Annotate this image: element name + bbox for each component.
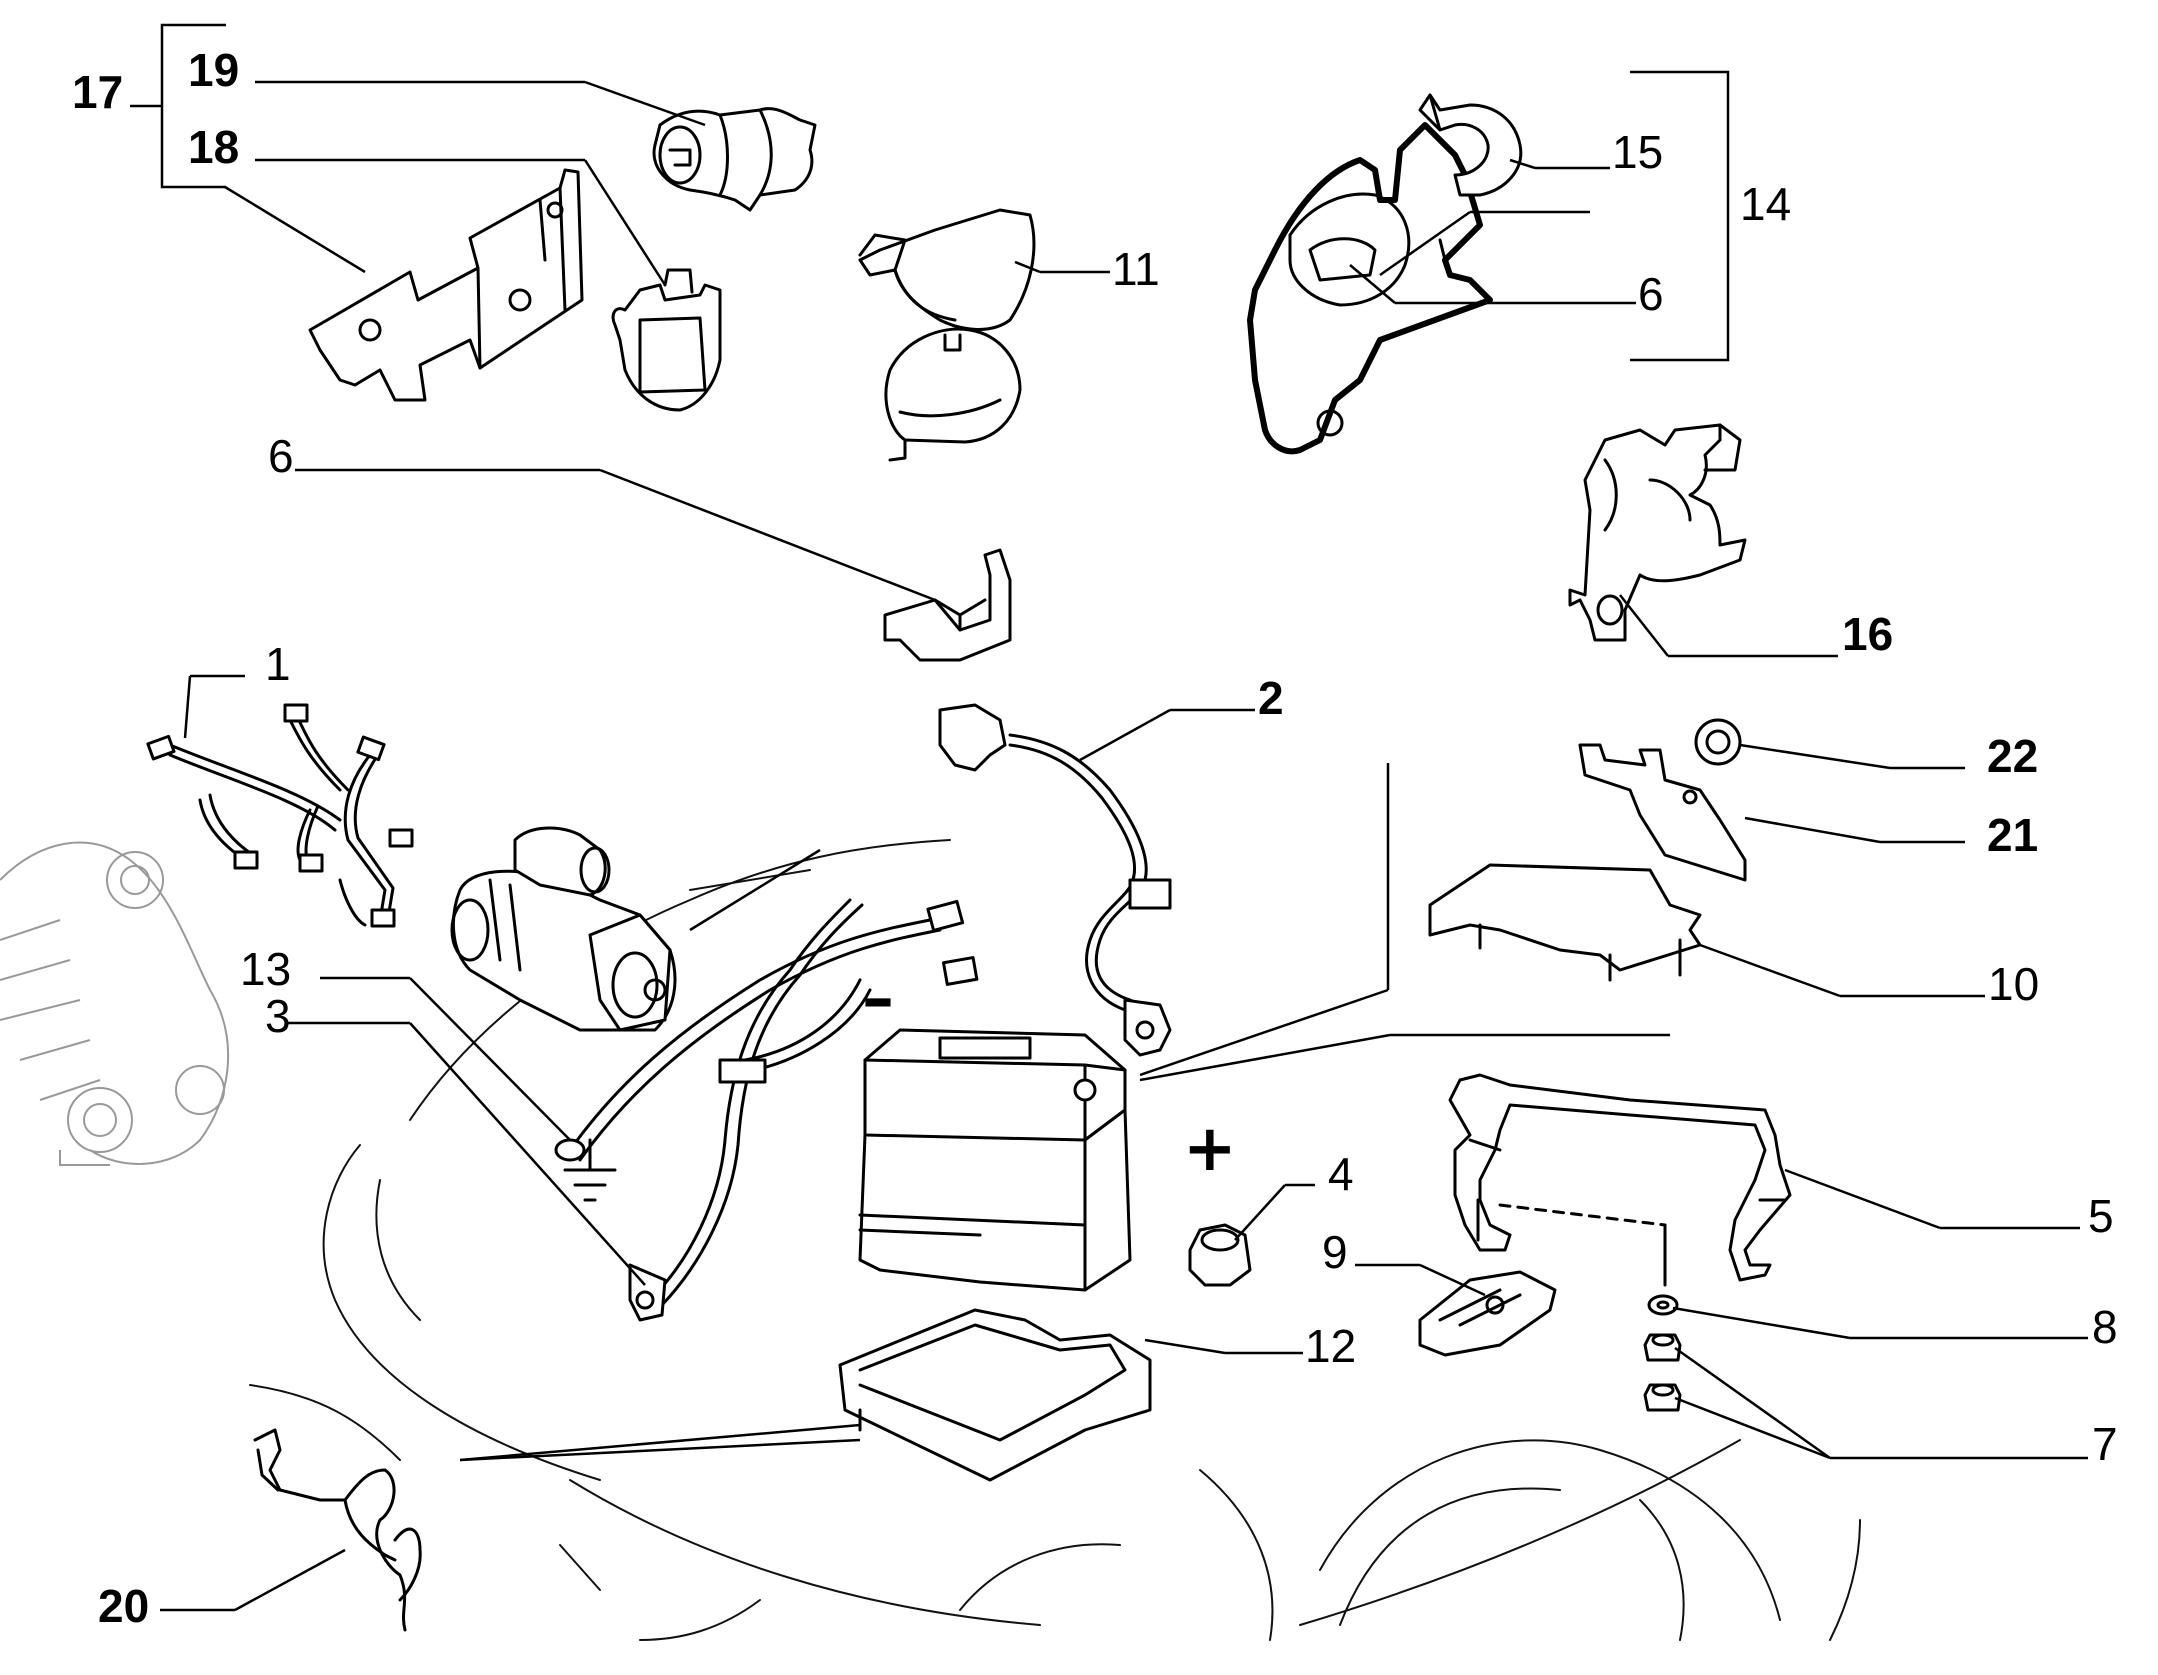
- label-13: 13: [240, 943, 291, 995]
- part-1-wiring-harness: [146, 703, 414, 928]
- part-22-grommet: [1694, 718, 1742, 766]
- starter-motor: [450, 826, 677, 1032]
- battery: [858, 1028, 1132, 1292]
- part-13-battery-cable: [554, 899, 979, 1162]
- assembly-pointer-lines: [459, 763, 1670, 1462]
- part-18-cable-clip: [611, 268, 722, 412]
- group-bracket-17: [130, 23, 226, 189]
- label-16: 16: [1842, 608, 1893, 660]
- part-2-positive-cable: [938, 703, 1172, 1057]
- label-19: 19: [188, 44, 239, 96]
- label-18: 18: [188, 121, 239, 173]
- part-7-nut-upper: [1643, 1333, 1682, 1362]
- label-8: 8: [2092, 1301, 2118, 1353]
- label-11: 11: [1112, 243, 1160, 295]
- car-body-outline: [249, 839, 1861, 1641]
- label-21: 21: [1987, 809, 2038, 861]
- part-15-clip: [1418, 93, 1523, 197]
- part-16-clip: [1568, 423, 1747, 642]
- part-9-clamp-block: [1418, 1270, 1557, 1357]
- label-3: 3: [265, 990, 291, 1042]
- label-12: 12: [1305, 1320, 1356, 1372]
- group-bracket-14: [1630, 70, 1730, 362]
- ground-symbol: [563, 1138, 617, 1202]
- negative-terminal-sign: –: [862, 962, 894, 1036]
- label-22: 22: [1987, 730, 2038, 782]
- part-14-bracket-assembly: [1247, 122, 1493, 455]
- label-15: 15: [1612, 126, 1663, 178]
- label-1: 1: [265, 638, 291, 690]
- label-20: 20: [98, 1580, 149, 1632]
- label-2: 2: [1258, 672, 1284, 724]
- leader-lines: [160, 80, 2088, 1612]
- part-21-plate: [1578, 743, 1747, 882]
- positive-terminal-sign: +: [1183, 1112, 1237, 1186]
- part-5-hold-down-strap: [1448, 1073, 1792, 1287]
- label-6-middle: 6: [268, 430, 294, 482]
- part-6-bracket: [883, 548, 1012, 662]
- label-5: 5: [2088, 1190, 2114, 1242]
- label-17: 17: [72, 66, 123, 118]
- label-9: 9: [1322, 1226, 1348, 1278]
- part-10-cover: [1428, 863, 1702, 982]
- part-8-washer: [1647, 1294, 1679, 1316]
- label-14: 14: [1740, 178, 1791, 230]
- label-7: 7: [2092, 1418, 2118, 1470]
- part-20-hook-clip: [253, 1428, 422, 1632]
- alternator-ghost: [0, 841, 230, 1166]
- part-18-mounting-bracket: [308, 168, 584, 402]
- part-12-battery-tray: [838, 1308, 1152, 1482]
- label-6-right: 6: [1638, 268, 1664, 320]
- label-10: 10: [1988, 958, 2039, 1010]
- label-4: 4: [1328, 1148, 1354, 1200]
- part-7-nut-lower: [1643, 1383, 1682, 1412]
- part-19-clip: [652, 107, 817, 212]
- part-11-double-clip: [858, 208, 1036, 462]
